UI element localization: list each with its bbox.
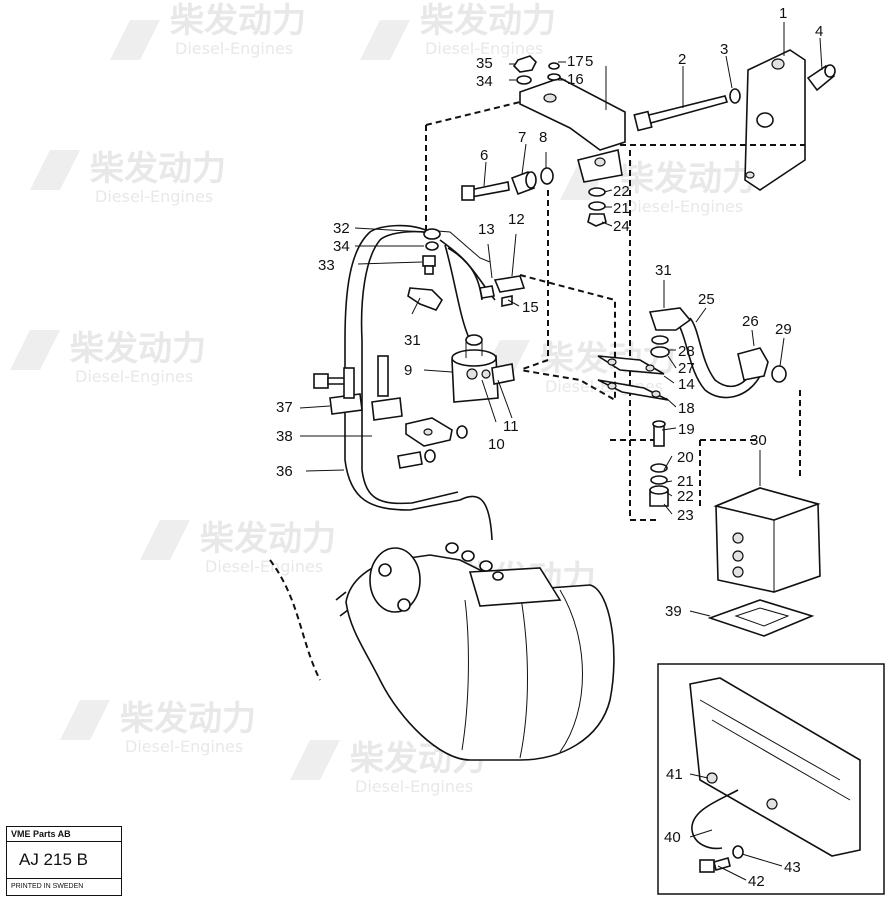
callout-31-right: 31 [655,262,672,279]
callout-33: 33 [318,257,335,274]
callout-41: 41 [666,766,683,783]
drawing-code: AJ 215 B [7,842,121,879]
leader-lines [299,22,823,881]
callout-27: 27 [678,360,695,377]
watermark-en-7: Diesel-Engines [205,557,323,576]
cable-clip-32 [423,228,441,251]
callout-3: 3 [720,41,728,58]
callout-25: 25 [698,291,715,308]
callout-15: 15 [522,299,539,316]
callout-12: 12 [508,211,525,228]
watermark-en-4: Diesel-Engines [625,197,743,216]
publisher-label: VME Parts AB [7,827,121,842]
callout-42: 42 [748,873,765,890]
callout-6: 6 [480,147,488,164]
callout-28: 28 [678,343,695,360]
callouts: 1 4 2 3 35 34 17 5 16 7 8 6 22 21 24 32 … [276,5,823,890]
relay-9 [451,334,515,403]
callout-24: 24 [613,218,630,235]
cable-25-26 [675,317,761,399]
callout-22: 22 [677,488,694,505]
clip-12-13 [479,275,526,307]
callout-35: 35 [476,55,493,72]
callout-20: 20 [677,449,694,466]
callout-1: 1 [779,5,787,22]
callout-26: 26 [742,313,759,330]
terminal-boot-26 [737,347,787,383]
bolt-6 [461,181,510,201]
callout-43: 43 [784,859,801,876]
callout-2: 2 [678,51,686,68]
starter-motor [335,542,615,761]
callout-30: 30 [750,432,767,449]
watermark-cn-2: 柴发动力 [420,1,556,41]
callout-31-left: 31 [404,332,421,349]
callout-5: 5 [585,53,593,70]
callout-34-top: 34 [476,73,493,90]
watermark-cn-9: 柴发动力 [120,699,256,739]
bracket-10 [405,417,468,447]
callout-14: 14 [678,376,695,393]
bracket-plate [744,49,806,191]
printed-label: PRINTED IN SWEDEN [11,883,84,890]
watermark: 柴发动力 Diesel-Engines 柴发动力 Diesel-Engines … [10,1,756,796]
watermark-cn-5: 柴发动力 [70,329,206,369]
cable-harness [344,224,496,541]
callout-17: 17 [567,53,584,70]
dashed-guides [425,101,805,521]
bracket-washers-21-22-24 [587,187,607,227]
watermark-en-5: Diesel-Engines [75,367,193,386]
callout-21: 21 [677,473,694,490]
top-nut-washers [512,55,561,85]
callout-9: 9 [404,362,412,379]
terminal-boot-31a [407,287,444,311]
watermark-en-9: Diesel-Engines [125,737,243,756]
callout-11: 11 [503,418,519,435]
watermark-cn-1: 柴发动力 [170,1,306,41]
callout-34: 34 [333,238,350,255]
callout-10: 10 [488,436,505,453]
screw-33 [422,255,436,275]
callout-37: 37 [276,399,293,416]
callout-18: 18 [678,400,695,417]
spacer-sleeve [806,64,836,92]
cable-clamps-37-38 [313,355,436,469]
watermark-cn-7: 柴发动力 [200,519,336,559]
title-block: VME Parts AB AJ 215 B PRINTED IN SWEDEN [6,826,122,896]
callout-29: 29 [775,321,792,338]
angle-bracket [519,77,626,183]
callout-13: 13 [478,221,495,238]
callout-7: 7 [518,129,526,146]
callout-38: 38 [276,428,293,445]
washers-27-28 [650,335,670,358]
callout-4: 4 [815,23,823,40]
callout-36: 36 [276,463,293,480]
terminal-boot-31b [648,307,692,331]
callout-21-top: 21 [613,200,630,217]
callout-19: 19 [678,421,695,438]
busbar-14-18 [597,355,669,401]
callout-16: 16 [567,71,584,88]
stud-20-23 [649,420,669,507]
inset-detail [657,663,885,895]
long-bolt [633,88,741,132]
watermark-cn-3: 柴发动力 [90,149,226,189]
callout-32: 32 [333,220,350,237]
rubber-bush-7 [510,170,537,196]
callout-40: 40 [664,829,681,846]
flange-30 [713,487,821,593]
callout-39: 39 [665,603,682,620]
callout-22-top: 22 [613,183,630,200]
starter-ref-line [269,559,321,681]
gasket-39 [707,599,815,637]
watermark-cn-4: 柴发动力 [620,159,756,199]
watermark-en-1: Diesel-Engines [175,39,293,58]
watermark-en-10: Diesel-Engines [355,777,473,796]
watermark-en-3: Diesel-Engines [95,187,213,206]
callout-23: 23 [677,507,694,524]
washer-8 [540,167,554,185]
watermark-en-2: Diesel-Engines [425,39,543,58]
callout-8: 8 [539,129,547,146]
